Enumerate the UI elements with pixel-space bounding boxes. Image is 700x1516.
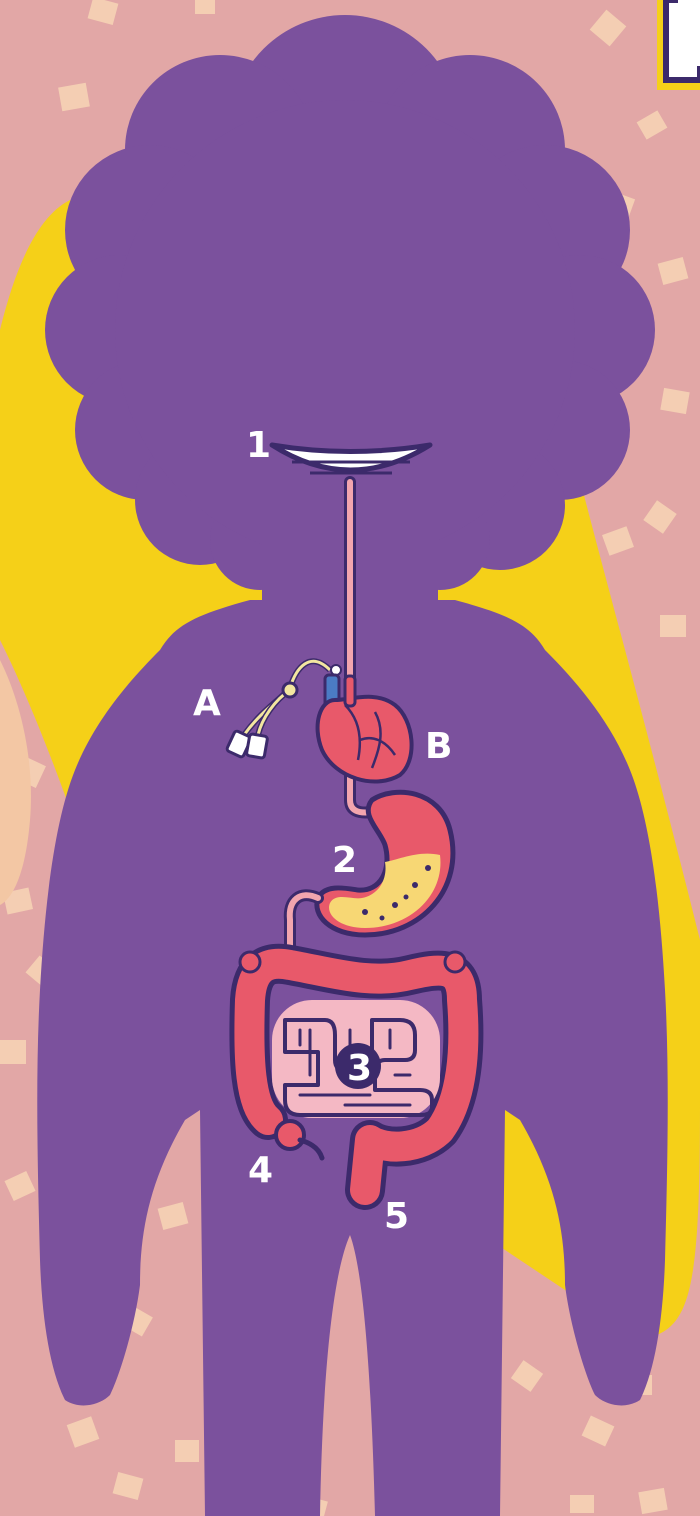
corner-frame-decoration [657,0,700,90]
label-mouth: 1 [246,425,271,466]
label-appendix: 4 [248,1150,273,1191]
label-stomach: 2 [332,840,357,881]
label-small-intestine: 3 [347,1048,372,1089]
label-feeding-tube: A [193,683,221,724]
label-rectum: 5 [384,1196,409,1237]
label-heart: B [425,726,452,767]
